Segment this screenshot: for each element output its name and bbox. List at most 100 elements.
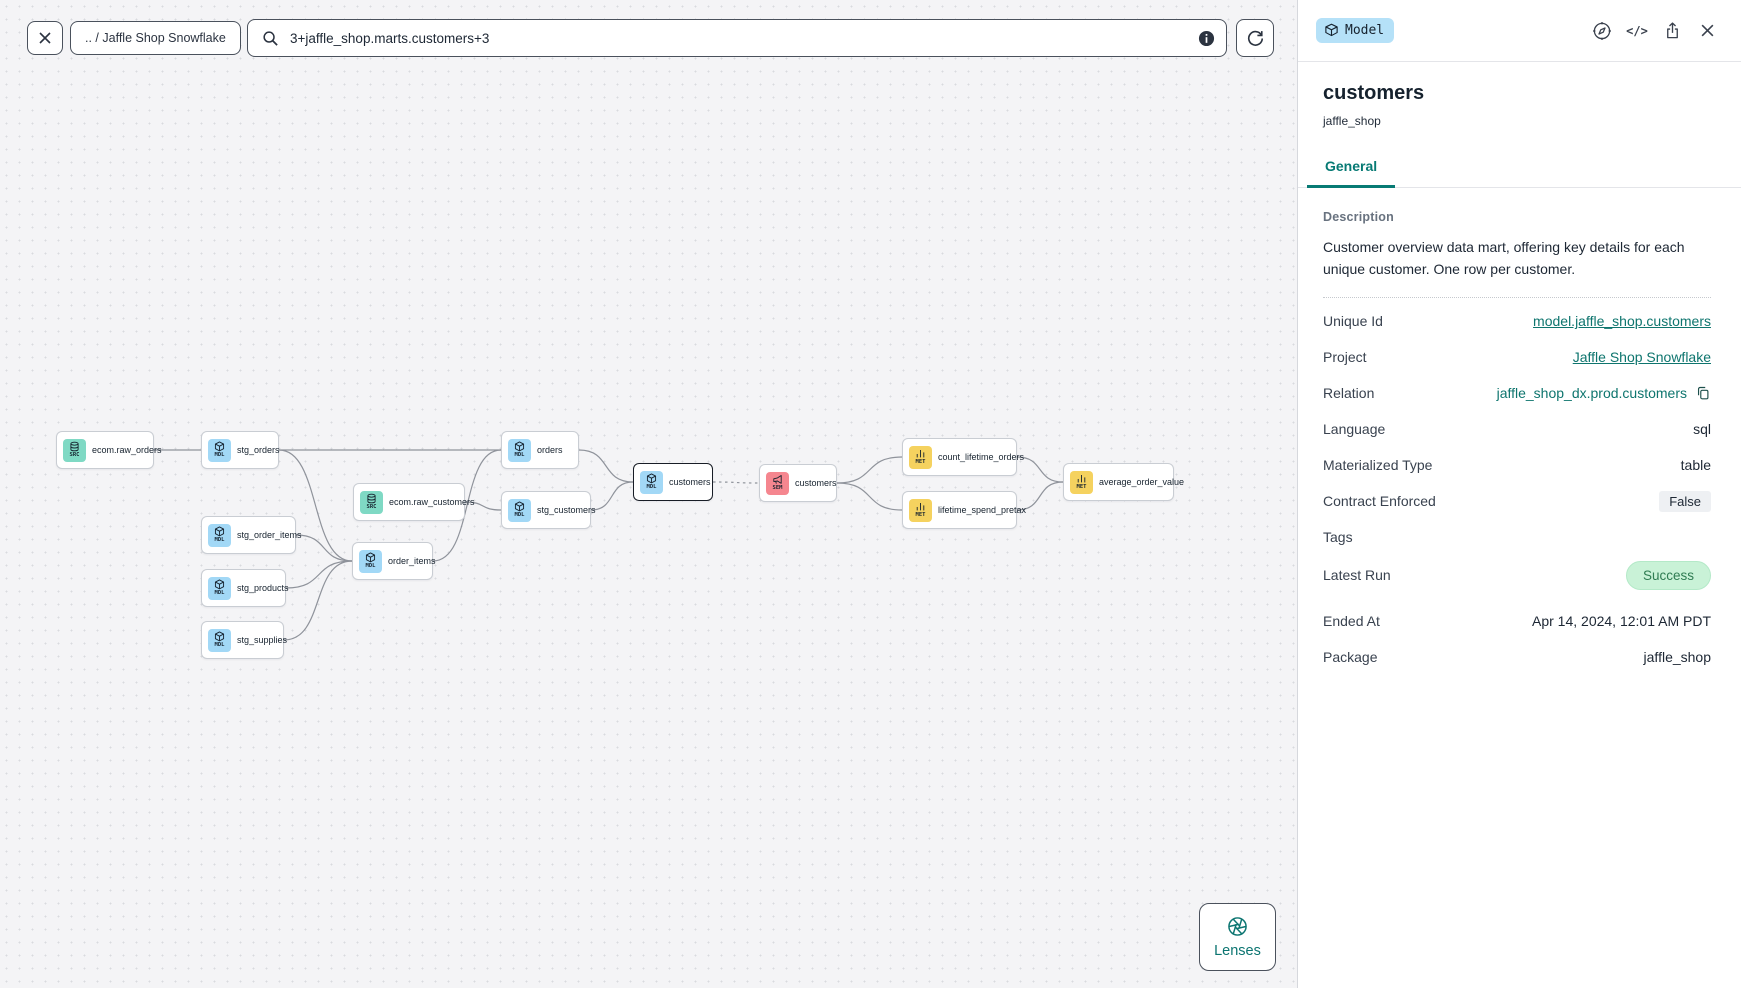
status-badge: Success xyxy=(1625,560,1711,590)
search-input[interactable] xyxy=(288,29,1212,47)
project-link[interactable]: Jaffle Shop Snowflake xyxy=(1572,349,1711,366)
field-row-ended-at: Ended At Apr 14, 2024, 12:01 AM PDT xyxy=(1323,613,1711,630)
node-label: stg_orders xyxy=(237,445,280,455)
field-row-latest-run: Latest Run Success xyxy=(1323,560,1711,590)
field-row-package: Package jaffle_shop xyxy=(1323,649,1711,666)
dag-node-stg_orders[interactable]: MDL stg_orders xyxy=(201,431,280,469)
dag-node-customers[interactable]: MDL customers xyxy=(633,463,713,501)
dag-edge xyxy=(590,481,634,511)
info-icon[interactable] xyxy=(1198,30,1215,47)
node-label: stg_supplies xyxy=(237,635,288,645)
node-label: customers xyxy=(795,478,837,488)
cube-icon: MDL xyxy=(208,628,231,652)
breadcrumb[interactable]: .. / Jaffle Shop Snowflake xyxy=(70,21,241,55)
field-row-contract-enforced: Contract Enforced False xyxy=(1323,489,1711,514)
node-kind-code: MET xyxy=(915,459,926,466)
close-panel-button[interactable] xyxy=(1697,21,1717,41)
node-kind-code: MDL xyxy=(365,563,376,570)
cube-icon: MDL xyxy=(359,549,382,573)
node-label: lifetime_spend_pretax xyxy=(938,505,1027,515)
node-label: stg_customers xyxy=(537,505,596,515)
node-kind-code: MDL xyxy=(214,642,225,649)
close-icon xyxy=(1701,24,1713,37)
bar-chart-icon: MET xyxy=(909,498,932,522)
description-label: Description xyxy=(1323,210,1394,224)
cube-icon: MDL xyxy=(508,438,531,462)
search-icon xyxy=(263,30,278,46)
node-label: customers xyxy=(669,477,711,487)
cube-icon xyxy=(1325,23,1338,37)
close-lineage-button[interactable] xyxy=(27,21,63,55)
materialized-type-value: table xyxy=(1680,457,1711,474)
node-kind-code: MDL xyxy=(514,512,525,519)
refresh-icon xyxy=(1247,30,1263,46)
tab-general[interactable]: General xyxy=(1307,158,1396,188)
dag-node-raw_customers[interactable]: SRC ecom.raw_customers xyxy=(353,483,475,521)
dag-node-orders[interactable]: MDL orders xyxy=(501,431,579,469)
panel-header: Model </> xyxy=(1298,0,1741,62)
field-row-language: Language sql xyxy=(1323,421,1711,438)
copy-icon xyxy=(1697,387,1709,400)
dag-edge xyxy=(278,449,353,562)
database-icon: SRC xyxy=(360,490,383,514)
node-label: ecom.raw_customers xyxy=(389,497,475,507)
package-value: jaffle_shop xyxy=(1643,649,1711,666)
resource-type-badge: Model xyxy=(1316,18,1395,43)
share-button[interactable] xyxy=(1662,21,1682,41)
compass-icon xyxy=(1593,21,1611,40)
dag-node-lifetime_spend_pretax[interactable]: MET lifetime_spend_pretax xyxy=(902,491,1026,529)
cube-icon: MDL xyxy=(208,523,231,547)
dag-edge xyxy=(285,560,353,589)
divider xyxy=(1323,296,1711,298)
cube-icon: MDL xyxy=(208,438,231,462)
node-kind-code: MDL xyxy=(214,537,225,544)
node-label: orders xyxy=(537,445,563,455)
aperture-icon xyxy=(1228,917,1247,936)
panel-tabbar: General xyxy=(1298,158,1741,188)
dag-node-stg_customers[interactable]: MDL stg_customers xyxy=(501,491,596,529)
dag-edge xyxy=(578,449,634,483)
dag-node-stg_supplies[interactable]: MDL stg_supplies xyxy=(201,621,288,659)
page-title: customers xyxy=(1323,82,1425,104)
relation-value: jaffle_shop_dx.prod.customers xyxy=(1496,385,1687,402)
dag-edges xyxy=(154,449,1064,641)
package-subtitle: jaffle_shop xyxy=(1323,114,1381,128)
dag-edge xyxy=(1016,456,1064,483)
refresh-button[interactable] xyxy=(1236,19,1274,57)
dag-edge xyxy=(295,534,353,562)
lineage-search[interactable] xyxy=(247,19,1227,57)
lenses-label: Lenses xyxy=(1214,943,1261,959)
dag-edge xyxy=(836,456,903,484)
dag-edge xyxy=(1016,481,1064,511)
explore-lineage-button[interactable] xyxy=(1592,21,1612,41)
dag-edge xyxy=(464,501,502,511)
cube-icon: MDL xyxy=(640,470,663,494)
field-row-unique-id: Unique Id model.jaffle_shop.customers xyxy=(1323,313,1711,330)
field-row-project: Project Jaffle Shop Snowflake xyxy=(1323,349,1711,366)
details-panel: Model </> xyxy=(1297,0,1741,988)
unique-id-link[interactable]: model.jaffle_shop.customers xyxy=(1533,313,1711,330)
view-code-button[interactable]: </> xyxy=(1626,21,1648,41)
node-label: ecom.raw_orders xyxy=(92,445,162,455)
node-kind-code: MDL xyxy=(214,590,225,597)
copy-relation-button[interactable] xyxy=(1695,385,1711,401)
field-row-relation: Relation jaffle_shop_dx.prod.customers xyxy=(1323,381,1711,406)
bar-chart-icon: MET xyxy=(1070,470,1093,494)
node-kind-code: SEM xyxy=(772,485,783,492)
node-kind-code: SRC xyxy=(366,504,377,511)
dag-node-customers_sem[interactable]: SEM customers xyxy=(759,464,837,502)
contract-enforced-badge: False xyxy=(1659,490,1711,512)
node-label: stg_order_items xyxy=(237,530,302,540)
node-kind-code: MDL xyxy=(646,484,657,491)
cube-icon: MDL xyxy=(508,498,531,522)
node-kind-code: MDL xyxy=(214,452,225,459)
bar-chart-icon: MET xyxy=(909,445,932,469)
dag-node-stg_order_items[interactable]: MDL stg_order_items xyxy=(201,516,302,554)
lenses-button[interactable]: Lenses xyxy=(1199,903,1276,971)
